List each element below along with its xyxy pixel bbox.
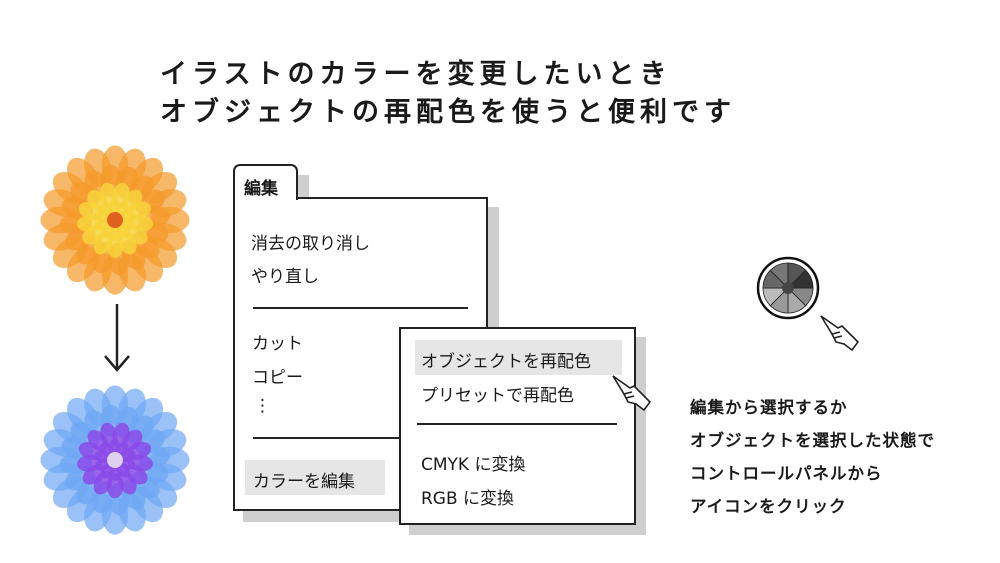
submenu-item-recolor-artwork[interactable]: オブジェクトを再配色 [415,340,622,375]
menu-item-cut[interactable]: カット [252,334,303,354]
submenu-item-convert-cmyk[interactable]: CMYK に変換 [421,455,526,475]
blue-flower-illustration [40,385,190,535]
menu-item-edit-colors[interactable]: カラーを編集 [245,460,385,495]
submenu-divider [417,423,617,425]
headline-line-1: イラストのカラーを変更したいとき [160,59,672,90]
menu-item-copy[interactable]: コピー [252,368,303,388]
edit-tab-label: 編集 [244,179,278,199]
down-arrow-icon [104,304,130,372]
menu-more-ellipsis: ⋮ [254,396,271,416]
menu-divider [253,307,468,309]
recolor-artwork-label: オブジェクトを再配色 [421,352,591,372]
wheel-segment [787,269,814,289]
menu-item-undo-clear[interactable]: 消去の取り消し [251,234,370,254]
menu-item-redo[interactable]: やり直し [251,267,319,287]
pointing-hand-cursor-icon [820,315,860,352]
orange-flower-illustration [40,145,190,295]
instruction-line-3: コントロールパネルから [690,464,883,483]
edit-menu-tab[interactable]: 編集 [233,164,298,200]
submenu-item-recolor-with-preset[interactable]: プリセットで再配色 [421,386,574,406]
instruction-line-4: アイコンをクリック [690,497,847,516]
headline-line-2: オブジェクトの再配色を使うと便利です [160,97,736,128]
instruction-line-1: 編集から選択するか [690,398,848,417]
menu-divider [253,437,403,439]
instruction-line-2: オブジェクトを選択した状態で [690,431,935,450]
pointing-hand-cursor-icon [612,375,652,412]
submenu-item-convert-rgb[interactable]: RGB に変換 [421,489,515,509]
recolor-artwork-icon[interactable] [756,256,820,320]
edit-colors-label: カラーを編集 [253,472,355,492]
